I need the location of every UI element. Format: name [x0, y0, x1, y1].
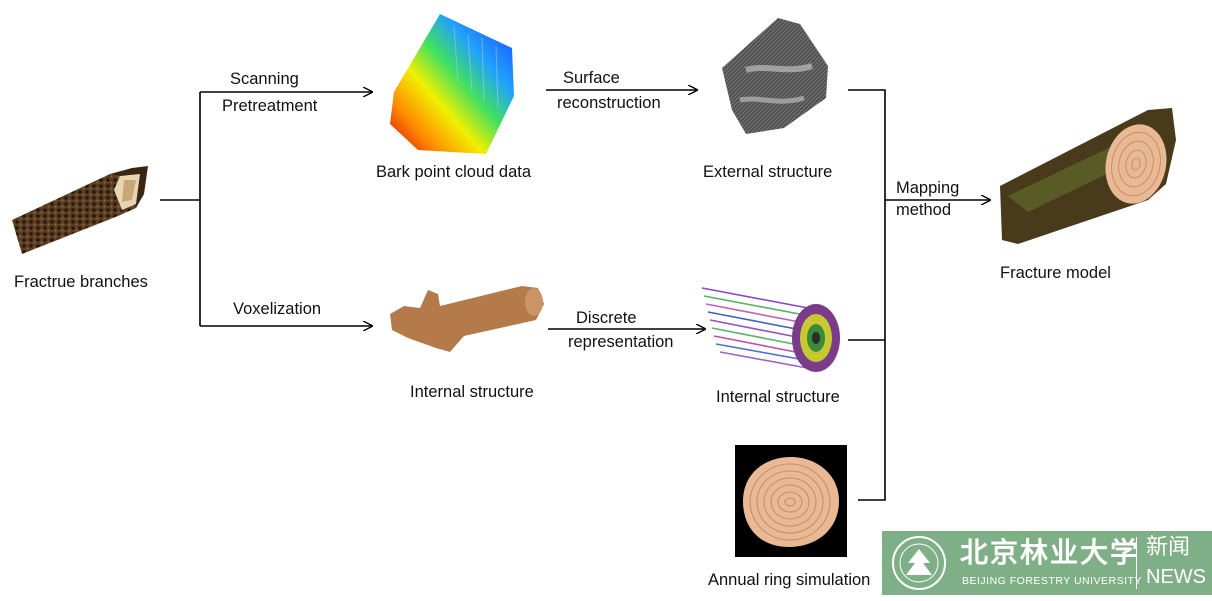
watermark-news-en: NEWS [1146, 566, 1206, 588]
label-annual-ring: Annual ring simulation [708, 571, 871, 589]
voxel-internal-structure-image [390, 286, 544, 352]
edge-label-voxelization: Voxelization [233, 300, 322, 318]
label-internal-structure-voxel: Internal structure [410, 383, 534, 401]
edge-label-surface: Surface [563, 69, 620, 87]
watermark-badge: 北京林业大学 BEIJING FORESTRY UNIVERSITY 新闻 NE… [882, 531, 1212, 595]
branch-split-line [160, 92, 201, 326]
edge-label-representation: representation [568, 333, 674, 351]
label-fracture-model: Fracture model [1000, 264, 1111, 282]
edge-label-discrete: Discrete [576, 309, 637, 327]
external-structure-image [722, 18, 828, 134]
annual-ring-image [735, 445, 847, 557]
label-bark-point-cloud: Bark point cloud data [376, 163, 532, 181]
edge-label-mapping: Mapping [896, 179, 960, 197]
label-fracture-branches: Fractrue branches [14, 273, 148, 291]
watermark-university-cn: 北京林业大学 [960, 536, 1141, 569]
edge-label-pretreatment: Pretreatment [222, 97, 318, 115]
label-external-structure: External structure [703, 163, 833, 181]
edge-label-scanning: Scanning [230, 70, 299, 88]
edge-label-method: method [896, 201, 952, 219]
edge-label-reconstruction: reconstruction [557, 94, 661, 112]
watermark-divider [1136, 537, 1137, 589]
discrete-internal-structure-image [701, 287, 840, 372]
merge-bracket [848, 89, 886, 501]
fracture-model-image [1000, 108, 1176, 244]
watermark-university-en: BEIJING FORESTRY UNIVERSITY [962, 575, 1142, 587]
fracture-branch-image [12, 166, 148, 254]
bark-point-cloud-image [390, 14, 514, 154]
watermark-news-cn: 新闻 [1146, 535, 1191, 560]
label-internal-structure-discrete: Internal structure [716, 388, 840, 406]
university-seal-icon [892, 536, 946, 590]
